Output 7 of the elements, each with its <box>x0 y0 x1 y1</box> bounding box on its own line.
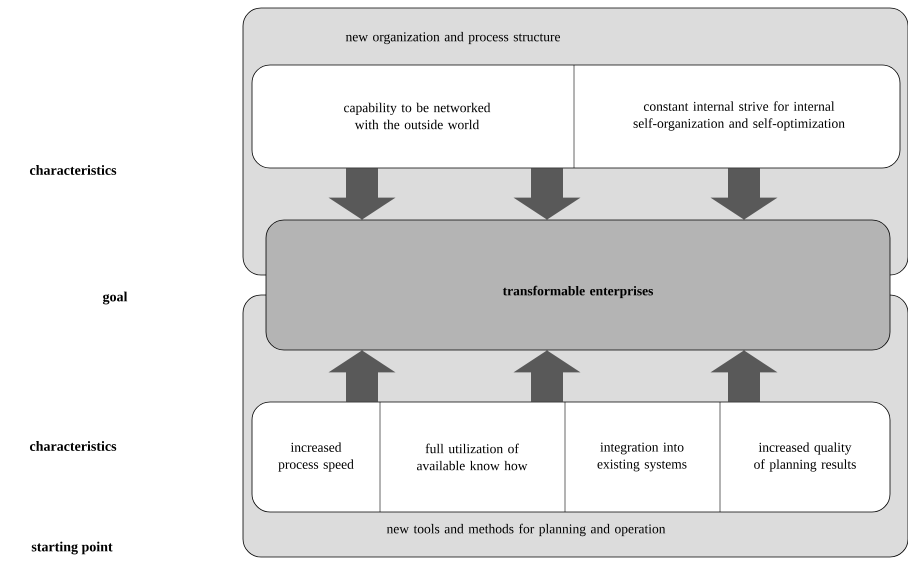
row-label: starting point <box>32 542 113 554</box>
text-box: increased process speed full utilization of available know how integration into existing systems increased quality of planning results <box>252 402 890 512</box>
row-label: characteristics <box>30 441 116 451</box>
row-label: characteristics <box>30 165 116 175</box>
row-label: goal <box>102 292 128 304</box>
text-box: capability to be networked with the outside world constant internal strive for internal self-organization and self-optimization <box>252 64 900 168</box>
goal-box: transformable enterprises <box>266 220 890 350</box>
